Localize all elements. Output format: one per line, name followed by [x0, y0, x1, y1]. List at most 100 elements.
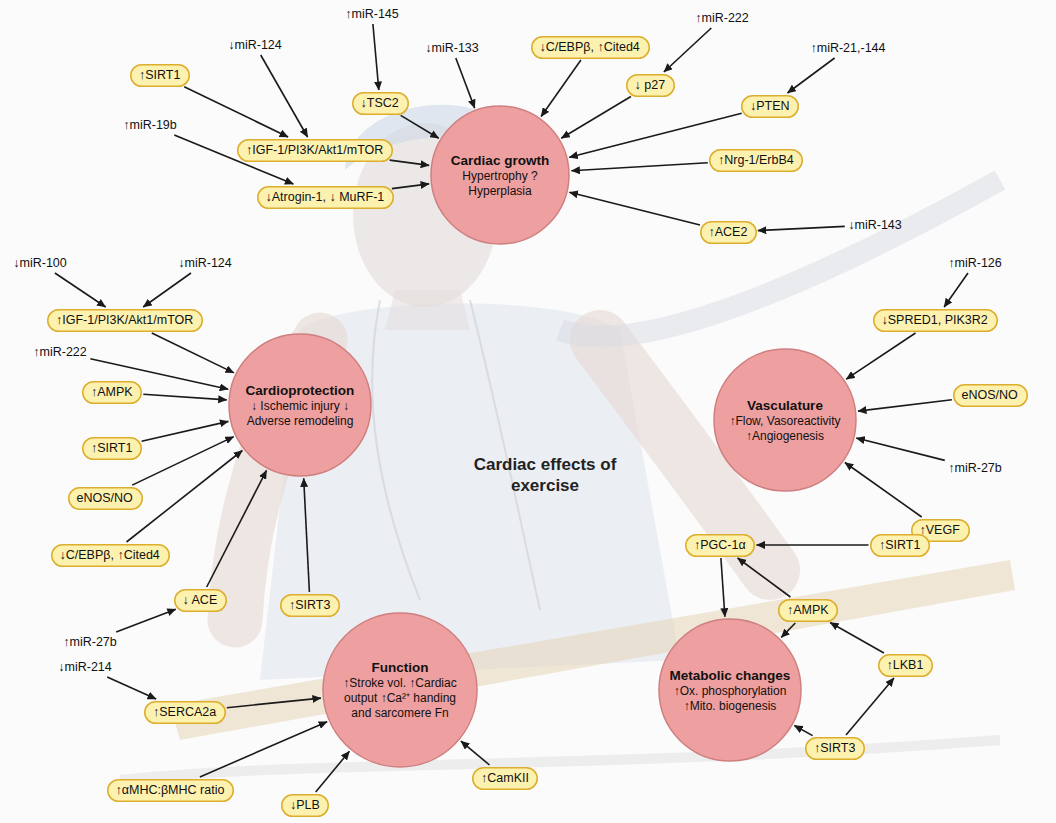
- pill-fill: [710, 149, 803, 171]
- pill-text: ↓C/EBPβ, ↑Cited4: [540, 40, 641, 55]
- pill-text: ↑αMHC:βMHC ratio: [116, 783, 225, 798]
- arrow-connector: [142, 421, 229, 441]
- pill-text: ↑PGC-1α: [694, 538, 746, 553]
- pill-text: ↓SPRED1, PIK3R2: [882, 313, 989, 328]
- arrow-connector: [200, 722, 327, 777]
- pill-text: ↑SIRT3: [814, 741, 856, 756]
- arrow-connector: [561, 97, 631, 139]
- pathway-pill: ↓ ACE: [174, 589, 227, 612]
- pill-fill: [145, 701, 226, 723]
- mirna-label: ↑miR-222: [33, 345, 87, 360]
- leader-arrow: [261, 55, 308, 137]
- mirna-label: ↓miR-143: [848, 218, 902, 233]
- effect-circle: Cardioprotection↓ Ischemic injury ↓ Adve…: [228, 333, 372, 477]
- effect-circle: Vasculature↑Flow, Vasoreactivity ↑Angiog…: [713, 348, 857, 492]
- arrow-connector: [757, 544, 869, 546]
- arrow-connector: [830, 623, 884, 654]
- pathway-pill: ↑Nrg-1/ErbB4: [709, 149, 803, 172]
- circle-body: ↑Stroke vol. ↑Cardiac output ↑Ca²⁺ handi…: [334, 676, 467, 721]
- pill-text: ↑ACE2: [709, 225, 748, 240]
- arrow-connector: [316, 751, 350, 792]
- arrow-connector: [184, 87, 288, 137]
- arrow-connector: [143, 394, 226, 400]
- pill-fill: [873, 309, 997, 331]
- mirna-label: ↑miR-27b: [63, 635, 117, 650]
- pill-text: ↓PLB: [290, 798, 320, 813]
- arrow-connector: [227, 698, 321, 708]
- leader-arrow: [373, 24, 379, 90]
- pill-text: ↓ p27: [635, 78, 666, 93]
- pathway-pill: ↓TSC2: [352, 92, 409, 115]
- pathway-pill: eNOS/NO: [68, 487, 143, 510]
- leader-arrow: [856, 438, 945, 460]
- pill-fill: [281, 594, 340, 616]
- circle-fill: [659, 619, 801, 761]
- arrow-connector: [401, 115, 439, 138]
- arrow-connector: [845, 463, 922, 518]
- pill-fill: [473, 767, 538, 789]
- arrow-connector: [846, 333, 915, 379]
- arrow-connector: [794, 726, 812, 736]
- pill-text: ↑VEGF: [920, 523, 961, 538]
- pill-text: ↑CamKII: [481, 771, 529, 786]
- circle-heading: Vasculature: [747, 397, 823, 414]
- diagram-title: Cardiac effects of exercise: [470, 454, 620, 496]
- leader-arrow: [107, 677, 156, 699]
- arrow-connector: [541, 60, 581, 117]
- pill-fill: [282, 794, 329, 816]
- pathway-pill: ↓C/EBPβ, ↑Cited4: [531, 36, 650, 59]
- pathway-pill: ↓C/EBPβ, ↑Cited4: [51, 544, 170, 567]
- pathway-pill: ↑PGC-1α: [685, 534, 755, 557]
- circle-fill: [431, 106, 569, 244]
- arrow-connector: [738, 558, 791, 597]
- circle-heading: Cardiac growth: [451, 152, 549, 169]
- pathway-pill: ↑αMHC:βMHC ratio: [107, 779, 234, 802]
- arrow-connector: [152, 333, 234, 373]
- effect-circle: Cardiac growthHypertrophy ?Hyperplasia: [430, 105, 570, 245]
- pathway-pill: ↑AMPK: [778, 599, 838, 622]
- pill-fill: [51, 544, 169, 566]
- pill-fill: [626, 74, 674, 96]
- pill-fill: [131, 64, 190, 86]
- pill-fill: [686, 534, 755, 556]
- pill-fill: [48, 309, 203, 331]
- pill-fill: [83, 381, 142, 403]
- pill-text: eNOS/NO: [77, 491, 134, 506]
- circle-body: ↓ Ischemic injury ↓ Adverse remodeling: [239, 399, 361, 429]
- mirna-label: ↓miR-100: [13, 256, 67, 271]
- leader-arrow: [143, 273, 191, 307]
- leader-arrow: [944, 273, 968, 307]
- circle-fill: [323, 613, 477, 767]
- leader-arrow: [664, 28, 711, 72]
- pill-text: ↑AMPK: [91, 385, 133, 400]
- pill-text: ↑Nrg-1/ErbB4: [718, 153, 794, 168]
- pill-fill: [531, 36, 649, 58]
- leader-arrow: [456, 58, 475, 108]
- pill-text: ↑IGF-1/PI3K/Akt1/mTOR: [56, 313, 194, 328]
- mirna-label: ↑miR-19b: [123, 118, 177, 133]
- arrow-connector: [569, 192, 700, 225]
- arrow-connector: [392, 184, 429, 189]
- leader-arrow: [758, 226, 845, 230]
- arrow-connector: [207, 470, 267, 587]
- pathway-pill: ↑SERCA2a: [144, 701, 226, 724]
- arrow-connector: [858, 400, 952, 411]
- pill-text: ↑IGF-1/PI3K/Akt1/mTOR: [246, 143, 384, 158]
- pill-fill: [238, 139, 393, 161]
- mirna-label: ↑miR-126: [948, 256, 1002, 271]
- pill-text: ↓PTEN: [750, 99, 790, 114]
- pathway-pill: ↑ACE2: [700, 221, 757, 244]
- pill-fill: [700, 221, 756, 243]
- arrow-connector: [461, 741, 490, 765]
- pathway-pill: ↑AMPK: [82, 381, 142, 404]
- arrow-connector: [390, 160, 429, 165]
- pathway-pill: ↑SIRT3: [280, 594, 340, 617]
- pathway-pill: ↓SPRED1, PIK3R2: [873, 309, 998, 332]
- circle-body: ↑Ox. phosphorylation ↑Mito. biogenesis: [669, 684, 791, 714]
- pathway-pill: ↑SIRT1: [130, 64, 190, 87]
- leader-arrow: [788, 58, 835, 93]
- pathway-pill: ↑CamKII: [472, 767, 538, 790]
- mirna-label: ↓miR-214: [58, 660, 112, 675]
- pill-fill: [174, 589, 226, 611]
- arrow-connector: [132, 437, 234, 486]
